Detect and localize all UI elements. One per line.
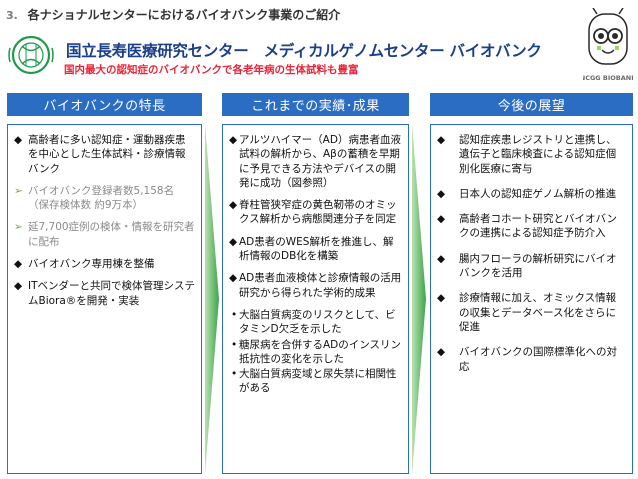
- column-heading-features: バイオバンクの特長: [7, 93, 202, 116]
- list-item-text: バイオバンクの国際標準化への対応: [459, 346, 618, 373]
- list-item-text: 糖尿病を合併するADのインスリン抵抗性の変化を示した: [239, 338, 402, 365]
- list-item-text: 延7,700症例の検体・情報を研究者に配布: [28, 221, 195, 248]
- list-item-text: 大脳白質病変のリスクとして、ビタミンD欠乏を示した: [239, 308, 396, 336]
- list-item-text: AD患者血液検体と診療情報の活用研究から得られた学術的成果: [239, 272, 402, 299]
- bullet-marker: •: [231, 308, 238, 321]
- list-item-text: 腸内フローラの解析研究にバイオバンクを活用: [459, 252, 617, 280]
- list-item: ◆ バイオバンク専用棟を整備: [14, 257, 195, 271]
- list-item-text: 日本人の認知症ゲノム解析の推進: [459, 187, 617, 200]
- list-item: ◆ 高齢者に多い認知症・運動器疾患を中心とした生体試料・診療情報バンク: [14, 133, 195, 176]
- list-item: ◆ 認知症疾患レジストリと連携し、遺伝子と臨床検査による認知症個別化医療に寄与: [437, 133, 626, 176]
- panel-achievements: ◆アルツハイマー（AD）病患者血液試料の解析から、Aβの蓄積を早期に予見できる方…: [222, 124, 409, 474]
- bullet-marker: ◆: [14, 134, 23, 146]
- list-item: ◆ 腸内フローラの解析研究にバイオバンクを活用: [437, 252, 626, 281]
- column-heading-outlook: 今後の展望: [430, 93, 633, 116]
- list-item: ➢ バイオバンク登録者数5,158名（保存検体数 約9万本）: [14, 184, 195, 213]
- outlook-list: ◆ 認知症疾患レジストリと連携し、遺伝子と臨床検査による認知症個別化医療に寄与 ◆ 日…: [431, 125, 632, 374]
- list-item: ◆ 日本人の認知症ゲノム解析の推進: [437, 187, 626, 201]
- bullet-marker: •: [231, 338, 238, 351]
- list-item: •大脳白質病変域と尿失禁に相関性がある: [229, 367, 402, 396]
- section-text: 各ナショナルセンターにおけるバイオバンク事業のご紹介: [27, 8, 341, 22]
- achievements-list: ◆アルツハイマー（AD）病患者血液試料の解析から、Aβの蓄積を早期に予見できる方…: [223, 125, 408, 396]
- list-item-text: アルツハイマー（AD）病患者血液試料の解析から、Aβの蓄積を早期に予見できる方法…: [239, 134, 401, 189]
- list-item-text: 大脳白質病変域と尿失禁に相関性がある: [239, 368, 397, 395]
- list-item-text: バイオバンク専用棟を整備: [28, 258, 155, 271]
- column-heading-achievements: これまでの実績･成果: [222, 93, 409, 116]
- list-item-text: 認知症疾患レジストリと連携し、遺伝子と臨床検査による認知症個別化医療に寄与: [459, 134, 617, 175]
- arrow-right-icon: [205, 124, 219, 474]
- list-item: •糖尿病を合併するADのインスリン抵抗性の変化を示した: [229, 338, 402, 367]
- list-item: •大脳白質病変のリスクとして、ビタミンD欠乏を示した: [229, 308, 402, 337]
- list-item: ◆アルツハイマー（AD）病患者血液試料の解析から、Aβの蓄積を早期に予見できる方…: [229, 133, 402, 190]
- bullet-marker: ➢: [14, 184, 23, 197]
- list-item: ◆AD患者血液検体と診療情報の活用研究から得られた学術的成果: [229, 271, 402, 300]
- features-list: ◆ 高齢者に多い認知症・運動器疾患を中心とした生体試料・診療情報バンク ➢ バイオバン…: [8, 125, 201, 308]
- list-item: ◆AD患者のWES解析を推進し、解析情報のDB化を構築: [229, 235, 402, 264]
- ncgg-logo-icon: [8, 35, 54, 75]
- list-item: ◆ 診療情報に加え、オミックス情報の収集とデータベース化をさらに促進: [437, 291, 626, 334]
- list-item-text: バイオバンク登録者数5,158名（保存検体数 約9万本）: [28, 184, 175, 212]
- panel-outlook: ◆ 認知症疾患レジストリと連携し、遺伝子と臨床検査による認知症個別化医療に寄与 ◆ 日…: [430, 124, 633, 474]
- bullet-marker: ◆: [14, 258, 23, 271]
- section-heading: 3. 各ナショナルセンターにおけるバイオバンク事業のご紹介: [6, 6, 340, 23]
- list-item-text: AD患者のWES解析を推進し、解析情報のDB化を構築: [239, 235, 394, 263]
- bullet-marker: ◆: [437, 134, 446, 146]
- page-title: 国立長寿医療研究センター メディカルゲノムセンター バイオバンク: [66, 42, 542, 60]
- bullet-marker: ◆: [437, 187, 446, 200]
- list-item-text: ITベンダーと共同で検体管理システムBiora®を開発・実装: [28, 280, 196, 307]
- page-subtitle: 国内最大の認知症のバイオバンクで各老年病の生体試料も豊富: [64, 64, 359, 76]
- section-number: 3.: [6, 9, 18, 22]
- bullet-marker: ◆: [437, 252, 446, 265]
- bullet-marker: ◆: [229, 272, 238, 285]
- list-item-text: 診療情報に加え、オミックス情報の収集とデータベース化をさらに促進: [459, 292, 617, 333]
- bullet-marker: ◆: [14, 280, 23, 293]
- panel-features: ◆ 高齢者に多い認知症・運動器疾患を中心とした生体試料・診療情報バンク ➢ バイオバン…: [7, 124, 202, 474]
- bullet-marker: ◆: [437, 213, 446, 226]
- bullet-marker: ◆: [229, 235, 238, 248]
- logo-right-text: NCGG BIOBANK: [583, 74, 633, 82]
- list-item: ◆脊柱管狭窄症の黄色靭帯のオミックス解析から病態関連分子を同定: [229, 198, 402, 227]
- bullet-marker: ➢: [14, 221, 23, 234]
- list-item-text: 脊柱管狭窄症の黄色靭帯のオミックス解析から病態関連分子を同定: [239, 199, 397, 226]
- biobank-mascot-logo: NCGG BIOBANK: [583, 8, 633, 82]
- bullet-marker: ◆: [437, 346, 446, 359]
- bullet-marker: ◆: [437, 292, 446, 305]
- list-item: ➢ 延7,700症例の検体・情報を研究者に配布: [14, 220, 195, 249]
- arrow-right-icon: [412, 124, 426, 474]
- list-item: ◆ 高齢者コホート研究とバイオバンクの連携による認知症予防介入: [437, 212, 626, 241]
- bullet-marker: ◆: [229, 199, 238, 212]
- list-item: ◆ バイオバンクの国際標準化への対応: [437, 345, 626, 374]
- list-item-text: 高齢者コホート研究とバイオバンクの連携による認知症予防介入: [459, 213, 618, 240]
- bullet-marker: •: [231, 368, 238, 381]
- list-item-text: 高齢者に多い認知症・運動器疾患を中心とした生体試料・診療情報バンク: [28, 134, 186, 175]
- bullet-marker: ◆: [229, 134, 238, 146]
- list-item: ◆ ITベンダーと共同で検体管理システムBiora®を開発・実装: [14, 279, 195, 308]
